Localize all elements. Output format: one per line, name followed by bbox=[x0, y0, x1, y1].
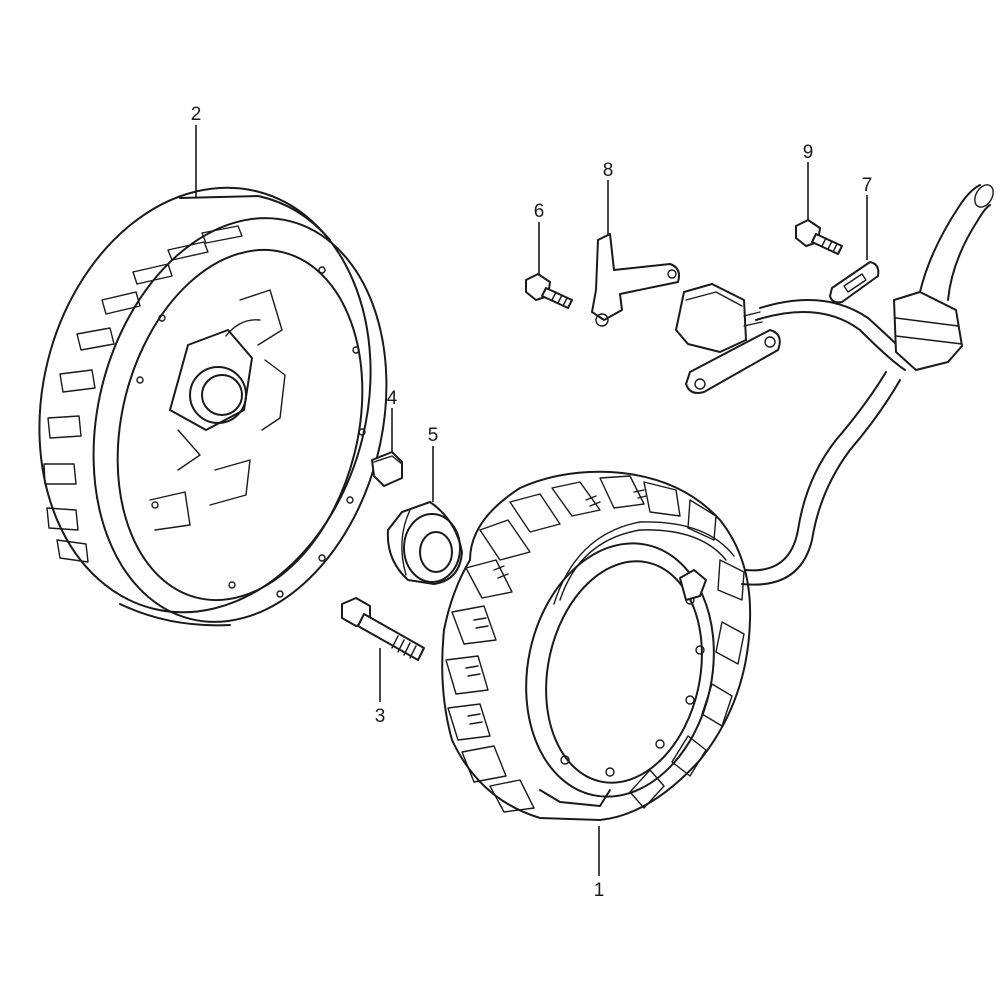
callout-labels: 1 2 3 4 5 6 7 8 9 bbox=[191, 104, 873, 901]
screw-icon[interactable] bbox=[795, 219, 843, 255]
callout-leaders bbox=[195, 125, 868, 876]
callout-3[interactable]: 3 bbox=[375, 706, 386, 727]
callout-2[interactable]: 2 bbox=[191, 104, 202, 125]
callout-6[interactable]: 6 bbox=[534, 201, 545, 222]
stator-coil-icon[interactable] bbox=[441, 470, 752, 821]
wire-harness-icon bbox=[741, 184, 994, 586]
callout-7[interactable]: 7 bbox=[862, 175, 873, 196]
screw-icon[interactable] bbox=[525, 273, 573, 309]
callout-1[interactable]: 1 bbox=[594, 880, 605, 901]
clamp-plate-icon[interactable] bbox=[829, 261, 880, 304]
bushing-icon[interactable] bbox=[386, 501, 463, 585]
callout-5[interactable]: 5 bbox=[428, 425, 439, 446]
sensor-bracket-icon[interactable] bbox=[591, 233, 781, 394]
callout-8[interactable]: 8 bbox=[603, 160, 614, 181]
callout-4[interactable]: 4 bbox=[387, 388, 398, 409]
flywheel-rotor-icon[interactable] bbox=[0, 152, 427, 653]
bolt-icon[interactable] bbox=[341, 597, 425, 661]
callout-9[interactable]: 9 bbox=[803, 142, 814, 163]
